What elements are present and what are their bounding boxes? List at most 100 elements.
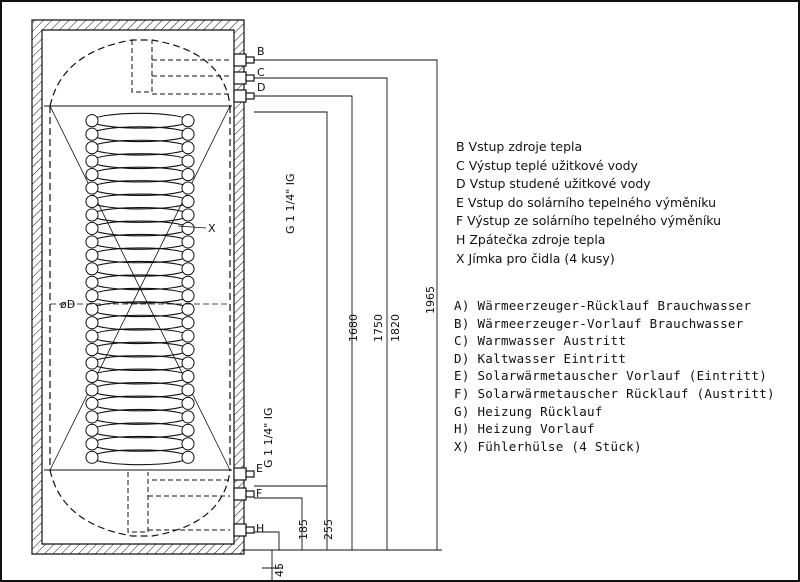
coil-turn [91, 382, 189, 398]
coil-tube-section-left [85, 410, 99, 424]
coil-tube-section-left [85, 302, 99, 316]
coil-turn [91, 126, 189, 143]
coil-tube-section-right [181, 437, 195, 451]
legend-cz-item: H Zpátečka zdroje tepla [456, 231, 606, 247]
coil-tube-section-left [85, 141, 99, 155]
legend-german: A) Wärmeerzeuger-Rücklauf Brauchwasser B… [454, 297, 775, 455]
legend-cz-item: B Vstup zdroje tepla [456, 139, 583, 154]
legend-de-item: E) Solarwärmetauscher Vorlauf (Eintritt) [454, 368, 768, 384]
legend-cz-item: C Výstup teplé užitkové vody [456, 157, 638, 173]
connection-labels: B C D E F H [256, 45, 265, 535]
connection-stubs [233, 53, 255, 537]
label-h: H [256, 522, 264, 535]
coil-tube-section-left [85, 316, 99, 330]
label-f: F [256, 487, 262, 500]
coil-tube-section-right [181, 127, 195, 141]
label-d: D [257, 81, 265, 94]
coil-tube-section-right [181, 396, 195, 410]
legend-de-item: G) Heizung Rücklauf [454, 403, 603, 419]
legend-de-item: D) Kaltwasser Eintritt [454, 350, 627, 366]
coil-tube-section-right [181, 450, 195, 464]
coil-tube-section-left [85, 450, 99, 464]
legend-de-item: X) Fühlerhülse (4 Stück) [454, 438, 642, 454]
coil-turn [91, 341, 189, 358]
dim-1750: 1750 [372, 314, 385, 342]
coil-tube-section-right [181, 235, 195, 249]
dim-255: 255 [322, 519, 335, 540]
coil-tube-section-right [181, 423, 195, 437]
coil-tube-section-left [85, 343, 99, 357]
coil-tube-section-right [181, 141, 195, 155]
coil-tube-section-right [181, 154, 195, 168]
coil-tube-section-left [85, 194, 99, 209]
coil-tube-section-left [85, 221, 99, 235]
coil-tube-section-right [181, 343, 195, 357]
legend-cz-item: F Výstup ze solárního tepelného výměníku [456, 213, 722, 229]
coil-turn [91, 153, 189, 170]
coil-turn [91, 112, 189, 129]
insulation-jacket [31, 19, 245, 555]
legend-de-item: H) Heizung Vorlauf [454, 421, 595, 437]
legend-czech: B Vstup zdroje tepla C Výstup teplé užit… [456, 138, 721, 268]
coil-turn [91, 368, 189, 385]
coil-turn [91, 422, 189, 439]
coil-tube-section-right [181, 369, 195, 384]
coil-turn [91, 435, 189, 452]
coil-tube-section-right [181, 194, 195, 209]
coil-turn [91, 247, 189, 264]
label-b: B [257, 45, 265, 58]
coil-tube-section-right [181, 289, 195, 303]
coil-tube-section-right [181, 410, 195, 424]
coil-tube-section-left [85, 437, 99, 451]
coil-tube-section-left [85, 383, 99, 397]
coil-tube-section-left [85, 275, 99, 289]
coil-tube-section-left [85, 154, 99, 168]
thread-label-lower: G 1 1/4" IG [262, 407, 275, 468]
legend-cz-item: E Vstup do solárního tepelného výměníku [456, 194, 717, 210]
thread-label-upper: G 1 1/4" IG [284, 173, 297, 234]
coil-tube-section-left [85, 369, 99, 384]
coil-tube-section-left [85, 423, 99, 437]
coil-tube-section-right [181, 316, 195, 330]
dim-1680: 1680 [347, 314, 360, 342]
sensor-well-leader [177, 225, 207, 229]
dim-45: 45 [273, 563, 286, 577]
legend-de-item: B) Wärmeerzeuger-Vorlauf Brauchwasser [454, 315, 744, 331]
legend-de-item: A) Wärmeerzeuger-Rücklauf Brauchwasser [454, 298, 752, 313]
coil-turn [91, 355, 189, 371]
coil-tube-section-right [181, 114, 195, 128]
coil-turn [91, 233, 189, 250]
coil-turn [91, 166, 189, 183]
coil-tube-section-right [181, 356, 195, 370]
dimension-values: 45 185 255 1680 1750 1820 1965 [273, 286, 437, 577]
coil-tube-section-left [85, 235, 99, 249]
coil-tube-section-left [85, 262, 99, 276]
coil-tube-section-left [85, 208, 99, 222]
coil-turn [91, 193, 189, 210]
coil-tube-section-left [85, 127, 99, 141]
internal-pipes [127, 40, 230, 533]
coil-turn [91, 314, 189, 331]
sensor-well-label: X [208, 222, 216, 235]
coil-tube-section-left [85, 181, 99, 195]
solar-heat-exchanger-coil [85, 112, 195, 466]
coil-tube-section-right [181, 221, 195, 235]
dim-1965: 1965 [424, 286, 437, 314]
legend-de-item: C) Warmwasser Austritt [454, 333, 627, 349]
label-e: E [256, 462, 263, 475]
coil-turn [91, 408, 189, 425]
coil-turn [91, 139, 189, 156]
label-c: C [257, 66, 265, 79]
coil-turn [91, 287, 189, 304]
diameter-label: øD [60, 298, 75, 311]
coil-tube-section-right [181, 383, 195, 397]
coil-tube-section-left [85, 168, 99, 182]
coil-tube-section-left [85, 248, 99, 262]
coil-tube-section-left [85, 396, 99, 410]
coil-turn [91, 328, 189, 345]
coil-tube-section-right [181, 248, 195, 262]
coil-tube-section-left [85, 329, 99, 343]
legend-cz-item: D Vstup studené užitkové vody [456, 176, 651, 192]
dim-1820: 1820 [389, 314, 402, 342]
